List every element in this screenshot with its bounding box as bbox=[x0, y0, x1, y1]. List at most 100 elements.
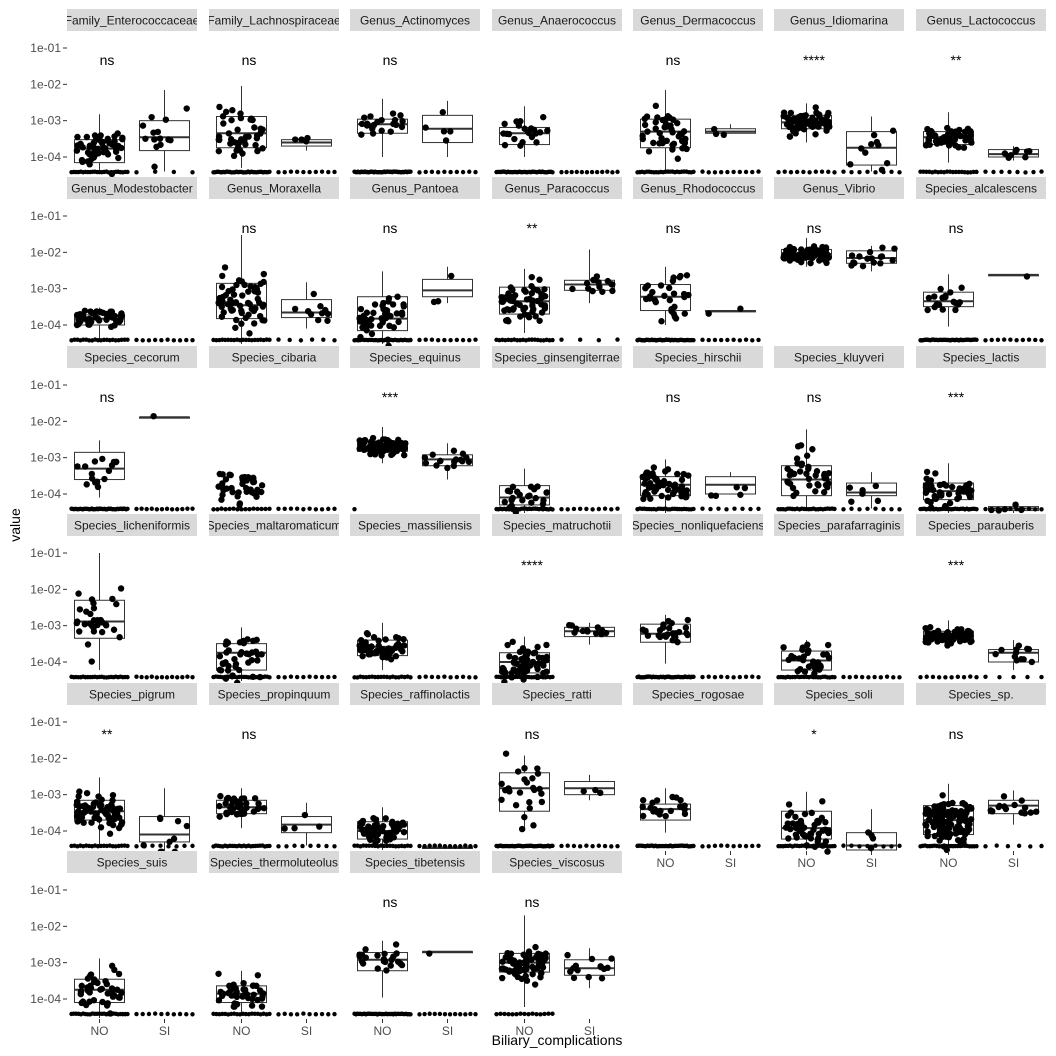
facet-strip-label: Genus_Paracoccus bbox=[505, 182, 610, 196]
data-point bbox=[243, 488, 250, 495]
data-point bbox=[118, 821, 125, 828]
zero-point bbox=[819, 169, 825, 174]
zero-point bbox=[408, 169, 413, 174]
data-point bbox=[88, 596, 96, 603]
zero-point bbox=[1026, 506, 1032, 512]
data-point bbox=[370, 449, 378, 457]
zero-point bbox=[857, 507, 862, 512]
zero-point bbox=[712, 170, 718, 175]
zero-point bbox=[1007, 169, 1012, 175]
y-tick-label: 1e-03 bbox=[30, 451, 61, 465]
facet-strip bbox=[350, 851, 480, 873]
facet-strip-label: Species_licheniformis bbox=[74, 519, 190, 533]
data-point bbox=[216, 653, 224, 660]
zero-point bbox=[725, 843, 730, 848]
data-point bbox=[92, 810, 99, 817]
zero-point bbox=[190, 843, 195, 849]
zero-point bbox=[609, 507, 614, 512]
zero-point bbox=[332, 1011, 337, 1017]
zero-point bbox=[737, 674, 743, 680]
significance-label: ** bbox=[102, 726, 113, 742]
facet-strip-label: Species_kluyveri bbox=[794, 351, 884, 365]
data-point bbox=[392, 941, 400, 948]
data-point bbox=[819, 798, 826, 805]
data-point bbox=[84, 975, 92, 982]
data-point bbox=[81, 802, 89, 809]
zero-point bbox=[134, 337, 139, 343]
facet-strip bbox=[67, 851, 197, 873]
y-tick-label: 1e-01 bbox=[30, 41, 61, 55]
box-body bbox=[422, 278, 473, 298]
data-point bbox=[499, 664, 506, 672]
zero-point bbox=[319, 1011, 325, 1017]
facet-strip-label: Species_tibetensis bbox=[365, 856, 465, 870]
data-point bbox=[390, 834, 398, 841]
data-point bbox=[74, 463, 81, 470]
data-point bbox=[662, 633, 670, 640]
zero-point bbox=[983, 169, 988, 174]
data-point bbox=[998, 646, 1005, 654]
data-point bbox=[536, 317, 543, 324]
data-point bbox=[1023, 273, 1031, 280]
zero-point bbox=[332, 338, 337, 343]
data-point bbox=[378, 127, 385, 134]
zero-point bbox=[146, 1011, 152, 1017]
data-point bbox=[795, 825, 802, 833]
data-point bbox=[677, 797, 684, 804]
data-point bbox=[1018, 797, 1025, 804]
zero-point bbox=[125, 674, 130, 680]
data-point bbox=[356, 951, 363, 958]
data-point bbox=[226, 982, 233, 990]
zero-point bbox=[889, 844, 894, 849]
zero-point bbox=[737, 169, 743, 175]
data-point bbox=[448, 272, 455, 280]
zero-point bbox=[506, 1011, 511, 1017]
data-point bbox=[87, 982, 94, 989]
zero-point bbox=[460, 169, 466, 175]
zero-point bbox=[565, 843, 570, 848]
data-point bbox=[952, 142, 959, 149]
data-point bbox=[84, 149, 92, 156]
significance-label: *** bbox=[382, 389, 399, 405]
facet-strip bbox=[67, 177, 197, 199]
data-point bbox=[215, 970, 222, 977]
y-tick-label: 1e-01 bbox=[30, 378, 61, 392]
box-body bbox=[74, 451, 125, 481]
data-point bbox=[793, 455, 801, 462]
facet-panel: Species_matruchotii**** bbox=[492, 514, 622, 686]
facet-strip-label: Species_sp. bbox=[948, 688, 1013, 702]
data-point bbox=[393, 310, 401, 317]
data-point bbox=[945, 133, 953, 140]
zero-point bbox=[177, 338, 183, 343]
data-point bbox=[90, 605, 98, 612]
facet-strip bbox=[209, 346, 339, 368]
data-point bbox=[813, 468, 821, 475]
data-point bbox=[534, 643, 541, 651]
facet-panel: Genus_Paracoccus** bbox=[492, 177, 622, 343]
data-point bbox=[536, 276, 543, 283]
data-point bbox=[926, 141, 933, 148]
data-point bbox=[233, 281, 240, 289]
data-point bbox=[923, 468, 931, 476]
facet-strip-label: Species_parafarraginis bbox=[778, 519, 901, 533]
data-point bbox=[83, 789, 91, 797]
facet-strip bbox=[916, 346, 1046, 368]
data-point bbox=[681, 806, 688, 813]
facet-strip bbox=[774, 9, 904, 31]
zero-point bbox=[750, 843, 755, 849]
data-point bbox=[528, 499, 535, 506]
data-point bbox=[101, 807, 108, 814]
data-point bbox=[219, 660, 227, 667]
data-point bbox=[650, 139, 657, 147]
data-point bbox=[219, 471, 226, 478]
facet-panel: Genus_Modestobacter bbox=[67, 177, 197, 343]
data-point bbox=[525, 313, 533, 321]
data-point bbox=[394, 293, 401, 300]
zero-point bbox=[596, 506, 602, 512]
data-point bbox=[652, 102, 660, 110]
data-point bbox=[233, 989, 240, 997]
data-point bbox=[368, 444, 375, 451]
facet-strip bbox=[209, 683, 339, 705]
zero-point bbox=[1028, 844, 1033, 849]
